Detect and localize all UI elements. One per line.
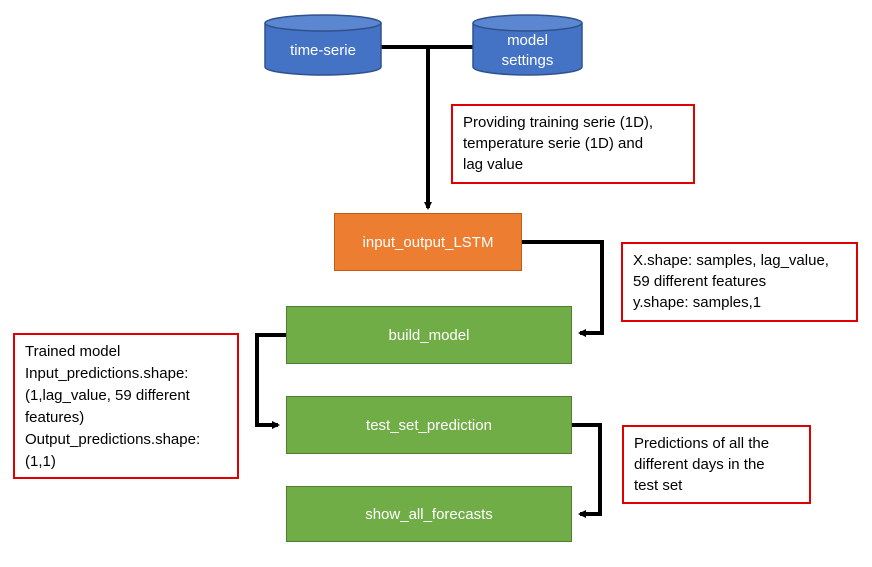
process-build-model: build_model: [286, 306, 572, 364]
note-providing-inputs: Providing training serie (1D), temperatu…: [451, 104, 695, 184]
process-show-all-forecasts: show_all_forecasts: [286, 486, 572, 542]
cylinder-icon: [264, 14, 382, 76]
datastore-time-serie-label: time-serie: [290, 42, 356, 59]
process-test-set-prediction: test_set_prediction: [286, 396, 572, 454]
datastore-model-settings-label-line1: model: [507, 32, 548, 49]
note-predictions: Predictions of all the different days in…: [622, 425, 811, 504]
arrow-to-build-model: [522, 240, 604, 337]
process-input-output-lstm: input_output_LSTM: [334, 213, 522, 271]
note-line: Trained model: [25, 343, 121, 360]
datastore-model-settings-label-line2: settings: [501, 52, 554, 69]
arrow-to-show-all-forecasts: [572, 423, 602, 518]
note-line: Output_predictions.shape:: [25, 431, 201, 448]
note-line: y.shape: samples,1: [633, 294, 762, 311]
note-line: different days in the: [634, 456, 765, 473]
datastore-time-serie: time-serie: [264, 14, 382, 76]
note-line: features): [25, 409, 85, 426]
note-line: Input_predictions.shape:: [25, 365, 189, 382]
note-line: Providing training serie (1D),: [463, 114, 654, 131]
arrow-to-test-set-prediction: [255, 333, 286, 429]
note-line: 59 different features: [633, 273, 767, 290]
note-line: X.shape: samples, lag_value,: [633, 252, 829, 269]
cylinder-icon: [472, 14, 583, 76]
note-line: test set: [634, 477, 683, 494]
note-line: lag value: [463, 156, 524, 173]
note-trained-model: Trained model Input_predictions.shape: (…: [13, 333, 239, 479]
note-line: (1,1): [25, 453, 56, 470]
datastore-model-settings: model settings: [472, 14, 583, 76]
note-line: Predictions of all the: [634, 435, 770, 452]
note-shapes: X.shape: samples, lag_value, 59 differen…: [621, 242, 858, 322]
note-line: temperature serie (1D) and: [463, 135, 644, 152]
note-line: (1,lag_value, 59 different: [25, 387, 190, 404]
